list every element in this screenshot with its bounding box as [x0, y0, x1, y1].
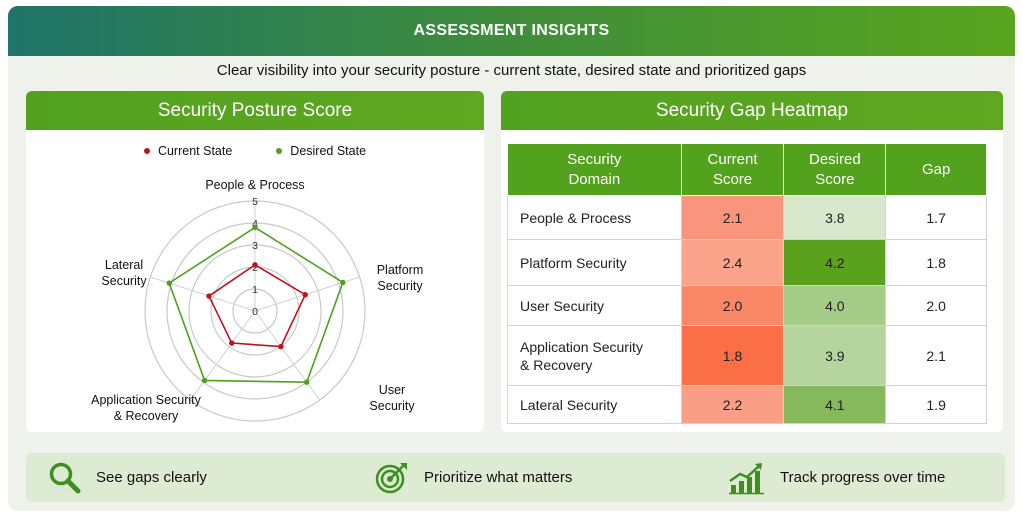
radar-spoke — [254, 310, 321, 401]
radar-series-line — [207, 263, 307, 348]
growth-chart-icon — [729, 462, 764, 494]
legend-desired-label: Desired State — [290, 144, 367, 158]
header-title: ASSESSMENT INSIGHTS — [413, 22, 610, 39]
header-gap: Gap — [885, 143, 987, 196]
radar-axis-label: People & Process — [205, 178, 304, 192]
subtitle: Clear visibility into your security post… — [216, 62, 807, 79]
cell-gap: 2.0 — [885, 285, 987, 326]
target-icon — [375, 462, 407, 493]
cell-desired-score: 4.1 — [783, 385, 887, 424]
legend-current-dot — [143, 148, 150, 154]
radar-data-point — [304, 379, 310, 385]
feature-label: Track progress over time — [780, 469, 946, 486]
radar-tick-label: 2 — [252, 262, 258, 274]
radar-legend: Current State Desired State — [26, 144, 484, 158]
radar-data-point — [302, 291, 308, 298]
radar-data-point — [201, 377, 208, 384]
legend-desired: Desired State — [276, 144, 366, 158]
cell-current-score: 1.8 — [680, 325, 785, 386]
cell-domain: Application Security& Recovery — [507, 325, 682, 386]
cell-gap: 2.1 — [885, 325, 987, 386]
radar-tick-label: 4 — [252, 218, 258, 230]
cell-gap: 1.9 — [885, 385, 987, 424]
posture-panel-title: Security Posture Score — [26, 91, 484, 130]
radar-data-point — [229, 340, 235, 346]
cell-desired-score: 3.9 — [783, 325, 887, 386]
header-banner: ASSESSMENT INSIGHTS — [8, 6, 1015, 56]
legend-current: Current State — [143, 144, 233, 158]
radar-tick-label: 0 — [252, 306, 258, 318]
legend-current-label: Current State — [157, 144, 233, 158]
radar-series-line — [168, 226, 344, 384]
radar-data-point — [166, 280, 172, 286]
feature-label: Prioritize what matters — [424, 469, 573, 486]
magnifier-icon — [49, 462, 81, 493]
legend-desired-dot — [276, 148, 283, 154]
radar-tick-label: 1 — [252, 284, 258, 296]
cell-current-score: 2.2 — [680, 385, 785, 424]
radar-axis-label: Security — [369, 399, 415, 413]
radar-tick-label: 5 — [252, 196, 258, 208]
radar-data-point — [206, 293, 212, 299]
cell-gap: 1.8 — [885, 239, 987, 286]
cell-gap: 1.7 — [885, 195, 987, 240]
radar-axis-label: Security — [101, 274, 147, 288]
cell-current-score: 2.4 — [680, 239, 785, 286]
radar-tick-label: 3 — [252, 240, 258, 252]
cell-domain: Platform Security — [507, 239, 682, 286]
feature-track: Track progress over time — [728, 453, 945, 502]
radar-axis-label: & Recovery — [114, 409, 179, 423]
radar-spoke — [189, 310, 256, 401]
radar-spoke — [150, 276, 256, 312]
radar-data-point — [252, 224, 258, 231]
posture-panel: Security Posture Score 0 1 2 3 4 5 People & Pr… — [26, 91, 484, 432]
features-strip: See gaps clearly Prioritize what matters… — [26, 453, 1005, 502]
cell-current-score: 2.0 — [680, 285, 785, 326]
feature-see-gaps: See gaps clearly — [48, 453, 207, 502]
cell-desired-score: 3.8 — [783, 195, 887, 240]
cell-desired-score: 4.2 — [783, 239, 887, 286]
cell-domain: Lateral Security — [507, 385, 682, 424]
radar-data-point — [252, 262, 258, 268]
radar-axis-label: Platform — [377, 263, 424, 277]
feature-label: See gaps clearly — [96, 469, 207, 486]
cell-current-score: 2.1 — [680, 195, 785, 240]
cell-domain: People & Process — [507, 195, 682, 240]
cell-desired-score: 4.0 — [783, 285, 887, 326]
radar-axis-label: Application Security — [91, 393, 202, 407]
radar-data-point — [340, 279, 346, 286]
radar-axis-label: Lateral — [105, 258, 143, 272]
cell-domain: User Security — [507, 285, 682, 326]
heatmap-panel-title: Security Gap Heatmap — [501, 91, 1003, 130]
radar-data-point — [278, 343, 284, 350]
radar-axis-label: User — [379, 383, 405, 397]
radar-axis-label: Security — [377, 279, 423, 293]
feature-prioritize: Prioritize what matters — [374, 453, 572, 502]
